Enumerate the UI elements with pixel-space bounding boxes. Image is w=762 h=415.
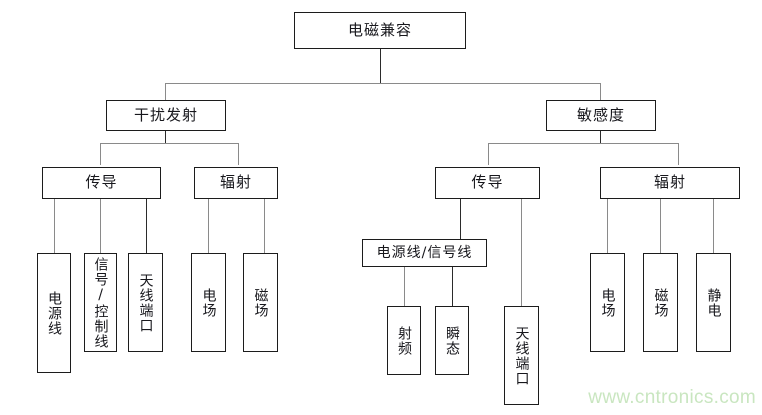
- connector-ec-to-power-line: [54, 199, 56, 253]
- node-emission-conducted-power-line-label: 电源线: [46, 290, 63, 336]
- node-emission-conducted-antenna-port[interactable]: 天线端口: [128, 253, 163, 352]
- connector-sr-to-esd: [713, 199, 715, 253]
- node-root[interactable]: 电磁兼容: [294, 12, 466, 49]
- node-susceptibility-rf-label: 射频: [396, 325, 413, 356]
- connector-level1-bar: [165, 83, 601, 85]
- node-susceptibility-radiated-label: 辐射: [653, 173, 686, 192]
- node-emission-conducted[interactable]: 传导: [42, 167, 161, 199]
- node-susceptibility-rf[interactable]: 射频: [387, 306, 421, 375]
- node-susceptibility-radiated-hfield[interactable]: 磁场: [643, 253, 678, 352]
- node-emission-radiated-hfield-label: 磁场: [252, 287, 269, 318]
- connector-sr-to-hfield: [660, 199, 662, 253]
- node-susceptibility-radiated-esd[interactable]: 静电: [696, 253, 731, 352]
- node-emission-conducted-label: 传导: [85, 173, 118, 192]
- connector-sc-to-antenna-port: [521, 199, 523, 306]
- node-susceptibility-antenna-port[interactable]: 天线端口: [504, 306, 539, 405]
- node-susceptibility-transient-label: 瞬态: [444, 325, 461, 356]
- node-emission-conducted-signal-control-line-label: 信号/控制线: [92, 256, 109, 349]
- connector-to-susceptibility: [600, 83, 602, 101]
- node-susceptibility-transient[interactable]: 瞬态: [435, 306, 469, 375]
- node-susceptibility-radiated-hfield-label: 磁场: [652, 287, 669, 318]
- node-emission-radiated-label: 辐射: [219, 173, 252, 192]
- connector-susceptibility-stem: [600, 130, 602, 144]
- node-emission-label: 干扰发射: [133, 105, 198, 124]
- connector-psl-to-transient: [452, 267, 454, 306]
- site-watermark: www.cntronics.com: [588, 387, 756, 408]
- node-emission[interactable]: 干扰发射: [106, 100, 226, 131]
- connector-ec-to-antenna-port: [146, 199, 148, 253]
- node-susceptibility-antenna-port-label: 天线端口: [513, 325, 530, 386]
- node-emission-radiated[interactable]: 辐射: [194, 167, 278, 199]
- node-emission-radiated-efield-label: 电场: [200, 287, 217, 318]
- node-susceptibility-radiated-efield[interactable]: 电场: [590, 253, 625, 352]
- connector-emission-to-conducted: [100, 143, 102, 165]
- connector-ec-to-signal-line: [100, 199, 102, 253]
- connector-sc-to-power-signal-line: [460, 199, 462, 239]
- node-susceptibility-conducted[interactable]: 传导: [435, 167, 540, 199]
- connector-root-stem: [380, 49, 382, 83]
- node-emission-radiated-hfield[interactable]: 磁场: [243, 253, 278, 352]
- connector-emission-to-radiated: [238, 143, 240, 165]
- node-susceptibility-power-signal-line[interactable]: 电源线/信号线: [362, 239, 487, 267]
- node-emission-conducted-power-line[interactable]: 电源线: [37, 253, 71, 373]
- node-root-label: 电磁兼容: [347, 20, 412, 39]
- connector-er-to-hfield: [264, 199, 266, 253]
- connector-susceptibility-to-conducted: [488, 143, 490, 165]
- node-susceptibility-radiated[interactable]: 辐射: [600, 167, 740, 199]
- connector-to-emission: [165, 83, 167, 101]
- connector-susceptibility-bar: [488, 143, 678, 145]
- node-emission-conducted-antenna-port-label: 天线端口: [137, 272, 154, 333]
- node-emission-conducted-signal-control-line[interactable]: 信号/控制线: [84, 253, 117, 352]
- node-susceptibility[interactable]: 敏感度: [546, 100, 656, 131]
- node-susceptibility-conducted-label: 传导: [471, 173, 504, 192]
- node-susceptibility-label: 敏感度: [576, 105, 625, 124]
- connector-psl-to-rf: [404, 267, 406, 306]
- node-susceptibility-radiated-esd-label: 静电: [705, 287, 722, 318]
- connector-er-to-efield: [208, 199, 210, 253]
- connector-sr-to-efield: [607, 199, 609, 253]
- connector-emission-bar: [100, 143, 239, 145]
- node-susceptibility-power-signal-line-label: 电源线/信号线: [376, 244, 473, 261]
- connector-emission-stem: [165, 130, 167, 144]
- node-emission-radiated-efield[interactable]: 电场: [191, 253, 226, 352]
- connector-susceptibility-to-radiated: [678, 143, 680, 165]
- node-susceptibility-radiated-efield-label: 电场: [599, 287, 616, 318]
